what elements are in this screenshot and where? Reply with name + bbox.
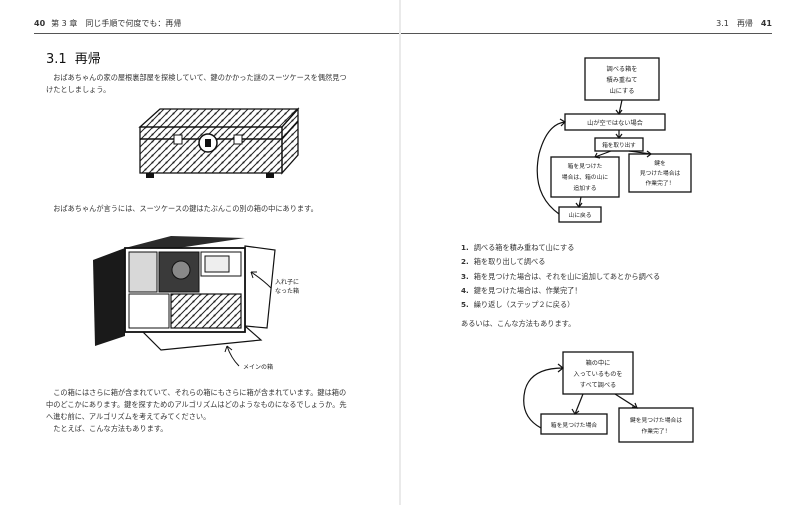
- flow1-start-line-2: 積み重ねて: [607, 76, 638, 84]
- flow1-box-found-box: [550, 156, 620, 198]
- left-header-rule: [34, 33, 399, 34]
- step-number: 5.: [461, 300, 469, 310]
- right-page-number: 41: [760, 19, 772, 28]
- section-header: 3.1 再帰: [716, 19, 753, 28]
- flowchart-pile-approach: 調べる箱を 積み重ねて 山にする 山が空ではない場合 箱を取り出す 箱を見つけた…: [531, 54, 711, 232]
- flowchart-recursive-approach: 箱の中に 入っているものを すべて調べる 箱を見つけた場合 鍵を見つけた場合は …: [519, 346, 719, 450]
- flow1-check-text: 山が空ではない場合: [587, 119, 643, 127]
- algo-line-1: この箱にはさらに箱が含まれていて、それらの箱にもさらに箱が含まれています。鍵は箱…: [53, 388, 347, 397]
- key-location-paragraph: おばあちゃんが言うには、スーツケースの鍵はたぶんこの別の箱の中にあります。: [46, 203, 376, 215]
- chapter-header: 第 3 章 同じ手順で何度でも：再帰: [51, 19, 182, 28]
- flow1-found-key-line-3: 作業完了！: [646, 179, 675, 187]
- alternative-text: あるいは、こんな方法もあります。: [461, 319, 576, 328]
- step-item: 2. 箱を取り出して調べる: [461, 255, 660, 269]
- step-text: 鍵を見つけた場合は、作業完了！: [473, 285, 582, 295]
- section-number: 3.1: [46, 52, 67, 67]
- step-number: 4.: [461, 285, 469, 295]
- step-item: 4. 鍵を見つけた場合は、作業完了！: [461, 284, 660, 298]
- flow2-top-line-1: 箱の中に: [586, 359, 611, 367]
- page-gutter: [399, 0, 401, 505]
- main-box-label: メインの箱: [243, 363, 273, 371]
- flow2-box-found-key: [618, 407, 694, 443]
- intro-line-2: けたとしましょう。: [46, 85, 111, 94]
- right-running-header: 3.1 再帰 41: [716, 18, 772, 29]
- flow2-box-top: [562, 351, 634, 395]
- flow1-box-back: [558, 206, 602, 223]
- flow1-take-text: 箱を取り出す: [602, 141, 636, 149]
- right-header-rule: [401, 33, 772, 34]
- nested-box-label-1: 入れ子に: [275, 279, 299, 286]
- flow2-found-key-line-1: 鍵を見つけた場合は: [630, 416, 682, 424]
- key-location-text: おばあちゃんが言うには、スーツケースの鍵はたぶんこの別の箱の中にあります。: [53, 204, 318, 213]
- flow1-found-key-line-2: 見つけた場合は: [640, 169, 681, 177]
- step-text: 箱を見つけた場合は、それを山に追加してあとから調べる: [473, 271, 661, 281]
- intro-line-1: おばあちゃんの家の屋根裏部屋を探検していて、鍵のかかった謎のスーツケースを偶然見…: [53, 73, 347, 82]
- step-text: 調べる箱を積み重ねて山にする: [473, 243, 575, 252]
- left-running-header: 40 第 3 章 同じ手順で何度でも：再帰: [34, 18, 181, 29]
- flow1-start-line-1: 調べる箱を: [607, 65, 638, 73]
- step-text: 繰り返し（ステップ２に戻る）: [473, 300, 575, 310]
- flow1-found-box-line-2: 場合は、箱の山に: [562, 173, 609, 181]
- nested-boxes-illustration: 入れ子に なった箱 メインの箱: [85, 228, 305, 378]
- step-item: 1. 調べる箱を積み重ねて山にする: [461, 241, 660, 255]
- algo-line-2: 中のどこかにあります。鍵を探すためのアルゴリズムはどのようなものになるでしょうか…: [46, 400, 347, 409]
- flow2-box-found-box: [540, 413, 608, 435]
- flow2-top-line-2: 入っているものを: [573, 371, 622, 378]
- nested-box-label-2: なった箱: [275, 287, 299, 295]
- step-number: 1.: [461, 243, 469, 252]
- algorithm-steps-list: 1. 調べる箱を積み重ねて山にする 2. 箱を取り出して調べる 3. 箱を見つけた場合…: [461, 241, 660, 312]
- flow2-found-key-line-2: 作業完了！: [642, 427, 671, 435]
- step-item: 5. 繰り返し（ステップ２に戻る）: [461, 298, 660, 312]
- algo-line-3: へ進む前に、アルゴリズムを考えてみてください。: [46, 412, 211, 421]
- step-item: 3. 箱を見つけた場合は、それを山に追加してあとから調べる: [461, 270, 660, 284]
- flow1-box-found-key: [628, 153, 692, 193]
- algorithm-paragraph: この箱にはさらに箱が含まれていて、それらの箱にもさらに箱が含まれています。鍵は箱…: [46, 387, 381, 435]
- section-title: 3.1 再帰: [46, 48, 101, 67]
- alternative-paragraph: あるいは、こんな方法もあります。: [461, 318, 761, 330]
- flow2-found-box-text: 箱を見つけた場合: [551, 421, 598, 429]
- flow1-found-box-line-3: 追加する: [573, 184, 596, 192]
- right-page: 3.1 再帰 41: [401, 0, 800, 505]
- left-page-number: 40: [34, 19, 46, 28]
- step-text: 箱を取り出して調べる: [473, 257, 546, 267]
- flow1-back-text: 山に戻る: [568, 211, 591, 219]
- step-number: 2.: [461, 257, 469, 267]
- flow2-top-line-3: すべて調べる: [580, 381, 616, 389]
- intro-paragraph: おばあちゃんの家の屋根裏部屋を探検していて、鍵のかかった謎のスーツケースを偶然見…: [46, 72, 376, 96]
- suitcase-illustration: [128, 103, 303, 181]
- flow1-found-key-line-1: 鍵を: [654, 159, 666, 167]
- step-number: 3.: [461, 271, 469, 281]
- flow1-start-line-3: 山にする: [610, 87, 635, 95]
- flow1-found-box-line-1: 箱を見つけた: [568, 162, 603, 170]
- algo-line-4: たとえば、こんな方法もあります。: [53, 424, 168, 433]
- section-title-text: 再帰: [74, 52, 101, 67]
- left-page: 40 第 3 章 同じ手順で何度でも：再帰 3.1 再帰 おばあちゃんの家の屋根裏部…: [0, 0, 399, 505]
